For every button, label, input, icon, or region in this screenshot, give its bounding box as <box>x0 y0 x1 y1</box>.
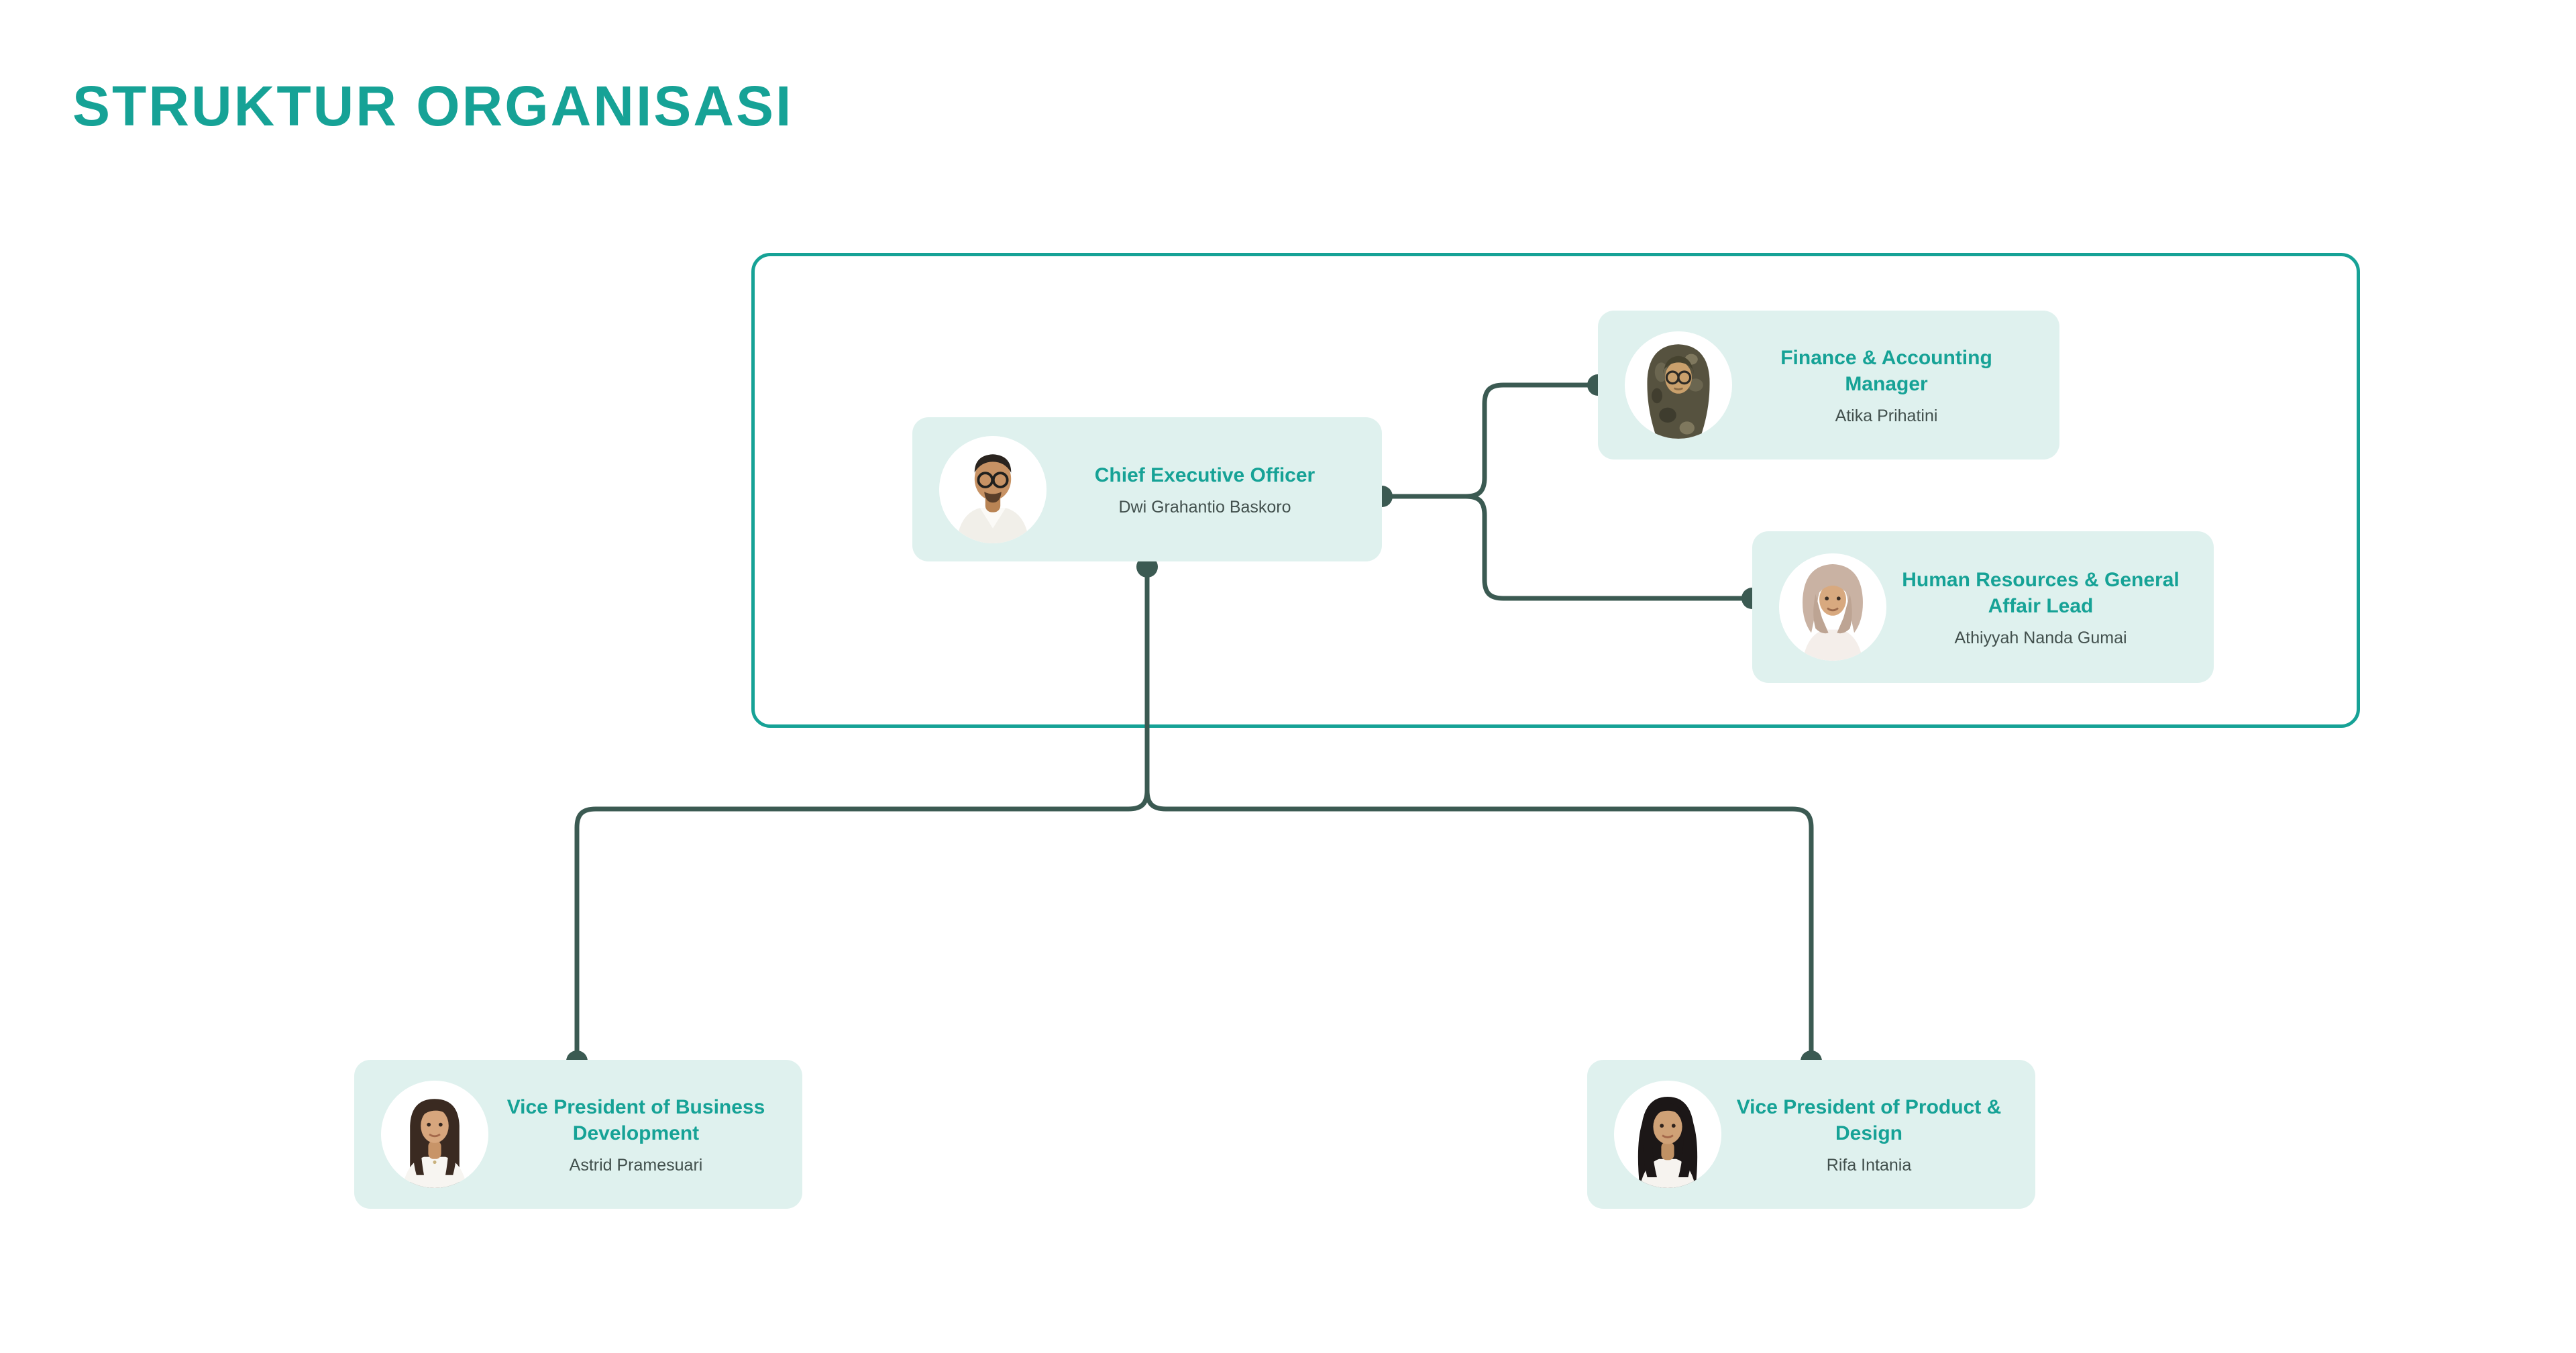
vpprod-name: Rifa Intania <box>1826 1155 1912 1175</box>
connector-ceo-to-vpprod <box>1144 788 1814 1064</box>
card-vpprod: Vice President of Product & Design Rifa … <box>1587 1060 2035 1209</box>
finance-text: Finance & Accounting Manager Atika Priha… <box>1732 345 2041 426</box>
leadership-group-frame <box>751 253 2360 728</box>
vpprod-text: Vice President of Product & Design Rifa … <box>1721 1094 2017 1175</box>
finance-photo <box>1625 331 1732 439</box>
hr-photo <box>1779 553 1886 661</box>
ceo-text: Chief Executive Officer Dwi Grahantio Ba… <box>1046 462 1363 517</box>
card-vpbiz: Vice President of Business Development A… <box>354 1060 802 1209</box>
ceo-name: Dwi Grahantio Baskoro <box>1118 497 1291 517</box>
vpbiz-text: Vice President of Business Development A… <box>488 1094 784 1175</box>
card-ceo: Chief Executive Officer Dwi Grahantio Ba… <box>912 417 1382 561</box>
vpbiz-photo <box>381 1081 488 1188</box>
finance-title: Finance & Accounting Manager <box>1780 346 1992 395</box>
card-hr: Human Resources & General Affair Lead At… <box>1752 531 2214 683</box>
ceo-photo <box>939 435 1046 543</box>
hr-title: Human Resources & General Affair Lead <box>1902 568 2180 617</box>
vpprod-title: Vice President of Product & Design <box>1736 1095 2002 1144</box>
vpprod-photo <box>1614 1081 1721 1188</box>
finance-name: Atika Prihatini <box>1835 406 1938 425</box>
card-finance: Finance & Accounting Manager Atika Priha… <box>1598 311 2059 459</box>
vpbiz-name: Astrid Pramesuari <box>569 1155 703 1175</box>
page-title: STRUKTUR ORGANISASI <box>72 74 794 138</box>
vpbiz-title: Vice President of Business Development <box>506 1095 765 1144</box>
hr-text: Human Resources & General Affair Lead At… <box>1886 567 2195 648</box>
hr-name: Athiyyah Nanda Gumai <box>1954 628 2127 647</box>
ceo-title: Chief Executive Officer <box>1094 464 1316 486</box>
